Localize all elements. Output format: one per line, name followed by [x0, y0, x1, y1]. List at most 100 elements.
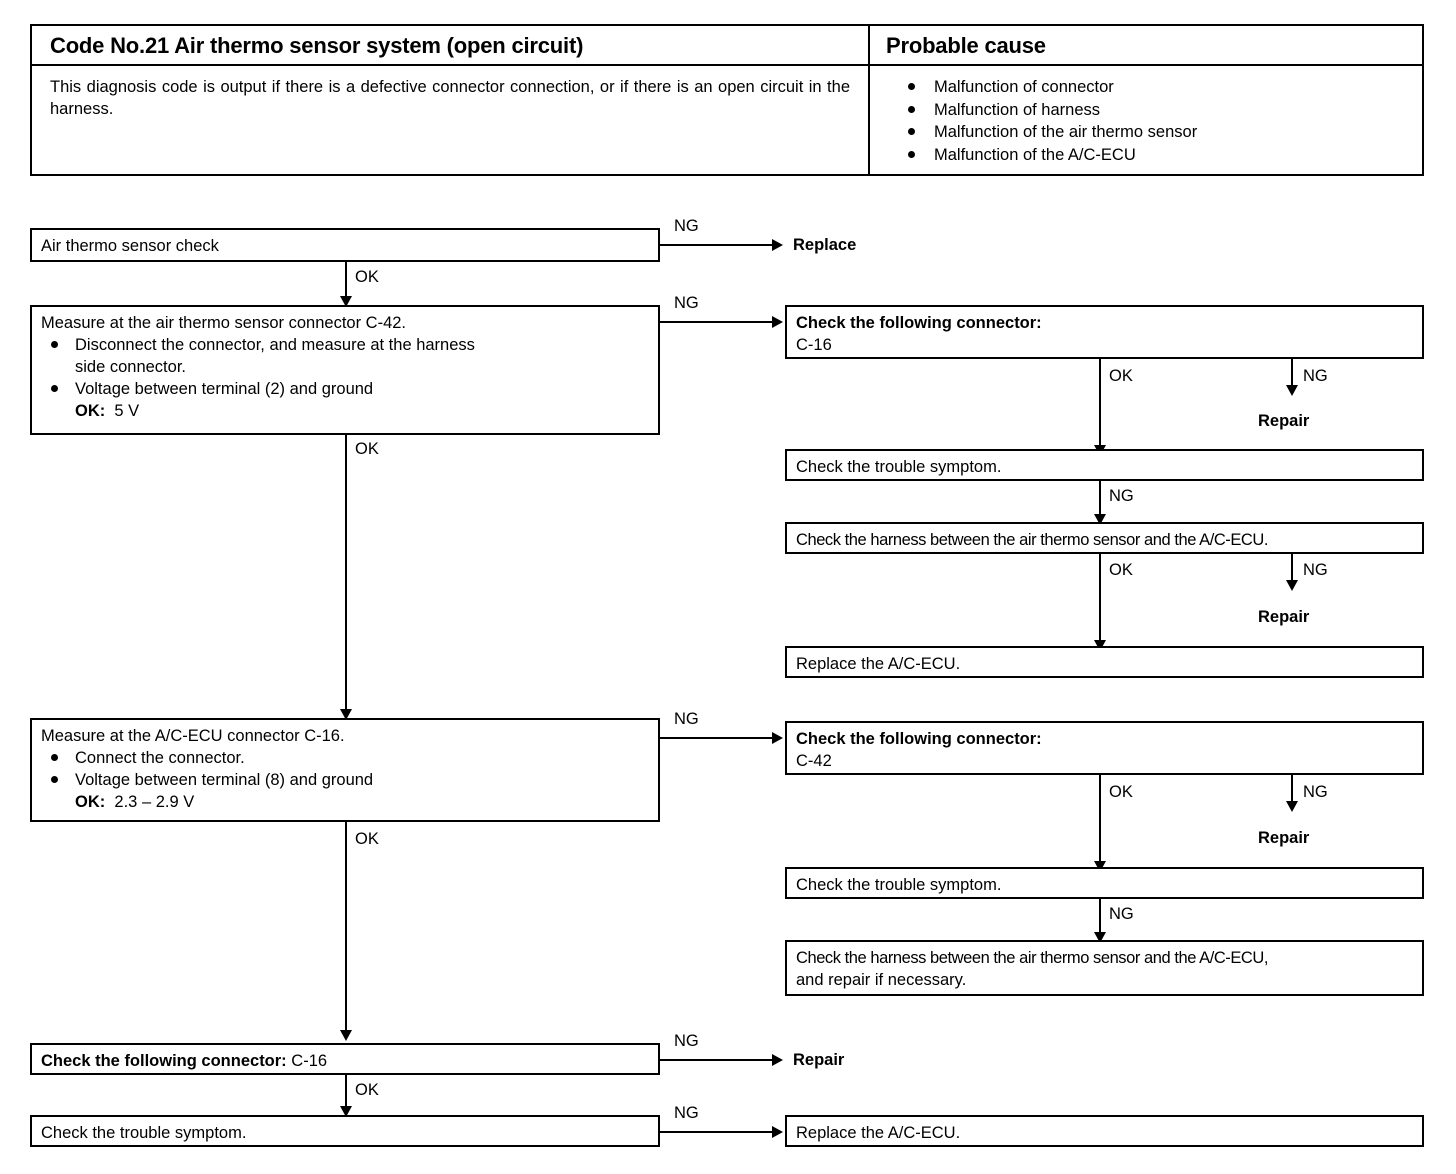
connector-line-ok-2 — [345, 435, 347, 713]
list-item: Connect the connector. — [41, 747, 654, 769]
connector-line-ng-10 — [660, 1131, 774, 1133]
flow-box-check-connector-c42: Check the following connector: C-42 — [785, 721, 1424, 775]
connector-line-ok-3 — [1099, 359, 1101, 449]
flow-box-check-harness-b: Check the harness between the air thermo… — [785, 940, 1424, 996]
connector-line-ng-8 — [1099, 899, 1101, 935]
ok-spec-value: 5 V — [114, 402, 140, 420]
branch-label-ok-6: OK — [1109, 783, 1133, 801]
probable-cause-list: Malfunction of connector Malfunction of … — [886, 76, 1386, 166]
flow-box-check-connector-c16-b: Check the following connector: C-16 — [30, 1043, 660, 1075]
branch-label-ng-1: NG — [674, 217, 699, 235]
connector-id: C-16 — [796, 336, 832, 354]
connector-line-ng-4 — [1099, 481, 1101, 517]
connector-line-ng-3 — [1291, 359, 1293, 387]
list-item: Malfunction of connector — [886, 76, 1386, 99]
cause-label: Malfunction of harness — [934, 100, 1101, 119]
branch-label-ng-4: NG — [1109, 487, 1134, 505]
bullet-icon — [908, 105, 915, 113]
list-item-label: Disconnect the connector, and measure at… — [75, 336, 475, 354]
flow-box-content: Check the harness between the air thermo… — [796, 947, 1418, 991]
flow-box-title: Check the following connector: — [796, 730, 1042, 748]
flow-box-label: Replace the A/C-ECU. — [796, 655, 961, 673]
arrow-down-icon — [1286, 801, 1298, 812]
cause-label: Malfunction of connector — [934, 78, 1114, 96]
flow-box-title: Measure at the air thermo sensor connect… — [41, 314, 407, 332]
flow-box-label: Check the trouble symptom. — [796, 876, 1002, 894]
branch-label-ok-7: OK — [355, 1081, 379, 1099]
connector-id: C-42 — [796, 752, 832, 770]
terminal-replace-1: Replace — [793, 236, 857, 254]
connector-line-ok-7 — [345, 1075, 347, 1109]
bullet-icon — [51, 754, 58, 761]
branch-label-ng-10: NG — [674, 1104, 699, 1122]
ok-spec: OK: 5 V — [41, 400, 654, 422]
arrow-right-icon — [772, 1054, 783, 1066]
flow-box-label: Replace the A/C-ECU. — [796, 1124, 961, 1142]
flow-box-content: Check the following connector: C-42 — [796, 728, 1418, 772]
connector-line-ok-6 — [1099, 775, 1101, 865]
connector-line-ng-1 — [660, 244, 774, 246]
flow-box-replace-ac-ecu-b: Replace the A/C-ECU. — [785, 1115, 1424, 1147]
header-vertical-divider — [868, 26, 870, 174]
branch-label-ng-6: NG — [674, 710, 699, 728]
bullet-icon — [51, 385, 58, 392]
bullet-icon — [51, 341, 58, 348]
bullet-icon — [51, 776, 58, 783]
branch-label-ng-5: NG — [1303, 561, 1328, 579]
list-item: Malfunction of the A/C-ECU — [886, 144, 1386, 167]
ok-spec-label: OK: — [75, 793, 106, 811]
bullet-icon — [908, 128, 915, 135]
code-description: This diagnosis code is output if there i… — [50, 78, 850, 118]
arrow-down-icon — [1094, 932, 1106, 943]
branch-label-ok-4: OK — [1109, 561, 1133, 579]
list-item: Disconnect the connector, and measure at… — [41, 334, 654, 356]
branch-label-ng-8: NG — [1109, 905, 1134, 923]
flow-box-label: Check the trouble symptom. — [41, 1124, 247, 1142]
flow-box-line-2: and repair if necessary. — [796, 971, 967, 989]
connector-line-ng-2 — [660, 321, 774, 323]
terminal-repair-2: Repair — [1258, 608, 1310, 626]
terminal-repair-1: Repair — [1258, 412, 1310, 430]
branch-label-ok-5: OK — [355, 830, 379, 848]
cause-label: Malfunction of the A/C-ECU — [934, 145, 1136, 164]
arrow-down-icon — [340, 709, 352, 720]
arrow-down-icon — [1094, 514, 1106, 525]
bullet-icon — [908, 150, 915, 158]
connector-line-ok-4 — [1099, 554, 1101, 644]
bullet-icon — [908, 83, 915, 90]
branch-label-ok-1: OK — [355, 268, 379, 286]
flow-box-replace-ac-ecu-a: Replace the A/C-ECU. — [785, 646, 1424, 678]
arrow-down-icon — [1094, 861, 1106, 872]
list-item: Malfunction of the air thermo sensor — [886, 121, 1386, 144]
flow-box-content: Check the following connector: C-16 — [41, 1050, 654, 1072]
list-item-label: Voltage between terminal (2) and ground — [75, 380, 374, 398]
list-item-label: Connect the connector. — [75, 749, 245, 767]
flow-box-air-thermo-sensor-check: Air thermo sensor check — [30, 228, 660, 262]
flow-box-title: Measure at the A/C-ECU connector C-16. — [41, 727, 345, 745]
ok-spec-value: 2.3 – 2.9 V — [114, 793, 195, 811]
ok-spec: OK: 2.3 – 2.9 V — [41, 791, 654, 813]
arrow-right-icon — [772, 732, 783, 744]
flow-box-title: Check the following connector: — [41, 1052, 287, 1070]
arrow-right-icon — [772, 239, 783, 251]
header-title-row — [32, 26, 1422, 66]
branch-label-ng-9: NG — [674, 1032, 699, 1050]
flow-box-check-trouble-symptom-c: Check the trouble symptom. — [30, 1115, 660, 1147]
flow-box-measure-air-thermo-sensor: Measure at the air thermo sensor connect… — [30, 305, 660, 435]
flow-box-check-harness-a: Check the harness between the air thermo… — [785, 522, 1424, 554]
arrow-right-icon — [772, 1126, 783, 1138]
flow-box-title: Check the following connector: — [796, 314, 1042, 332]
flow-box-label: Air thermo sensor check — [41, 237, 219, 255]
flow-box-measure-ac-ecu: Measure at the A/C-ECU connector C-16. C… — [30, 718, 660, 822]
flow-box-content: Measure at the A/C-ECU connector C-16. C… — [41, 725, 654, 813]
list-item-label: Voltage between terminal (8) and ground — [75, 771, 374, 789]
flow-box-label: Check the trouble symptom. — [796, 458, 1002, 476]
flow-box-label: Check the harness between the air thermo… — [796, 531, 1268, 549]
flow-box-line-1: Check the harness between the air thermo… — [796, 949, 1268, 967]
ok-spec-label: OK: — [75, 402, 106, 420]
flow-box-content: Measure at the air thermo sensor connect… — [41, 312, 654, 422]
terminal-repair-4: Repair — [793, 1051, 845, 1069]
branch-label-ng-2: NG — [674, 294, 699, 312]
arrow-down-icon — [1286, 385, 1298, 396]
